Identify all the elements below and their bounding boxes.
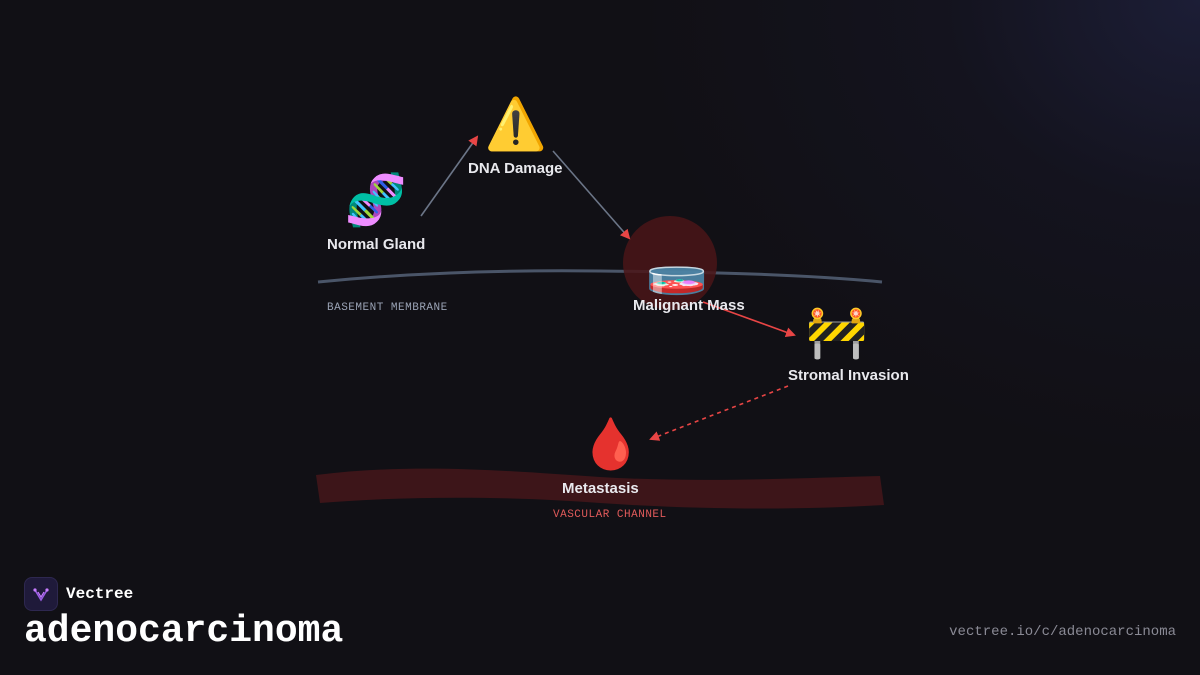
dna-damage-label: DNA Damage <box>468 160 563 177</box>
arrow-dna-to-mass <box>552 150 631 240</box>
brand-name: Vectree <box>66 585 134 603</box>
malignant-mass-glow <box>623 216 717 310</box>
malignant-mass-label: Malignant Mass <box>633 297 745 314</box>
page-url[interactable]: vectree.io/c/adenocarcinoma <box>949 624 1176 640</box>
page-title: adenocarcinoma <box>24 610 344 653</box>
vascular-channel-label: VASCULAR CHANNEL <box>553 509 667 521</box>
construction-barrier-icon: 🚧 <box>805 303 869 361</box>
metastasis-label: Metastasis <box>562 480 639 497</box>
blood-drop-icon: 🩸 <box>579 415 643 473</box>
brand: Vectree <box>24 577 133 611</box>
dna-icon: 🧬 <box>344 171 408 229</box>
vascular-channel-band <box>316 468 884 509</box>
vectree-logo-icon <box>24 577 58 611</box>
petri-dish-icon: 🧫 <box>645 239 709 297</box>
arrow-stromal-to-metastasis <box>649 385 789 441</box>
basement-membrane-label: BASEMENT MEMBRANE <box>327 302 448 314</box>
arrow-mass-to-stromal <box>702 301 796 337</box>
stromal-invasion-label: Stromal Invasion <box>788 367 909 384</box>
normal-gland-label: Normal Gland <box>327 236 426 253</box>
arrow-normal-to-dna <box>420 135 479 217</box>
basement-membrane-line <box>317 269 883 284</box>
warning-icon: ⚠️ <box>484 95 548 153</box>
